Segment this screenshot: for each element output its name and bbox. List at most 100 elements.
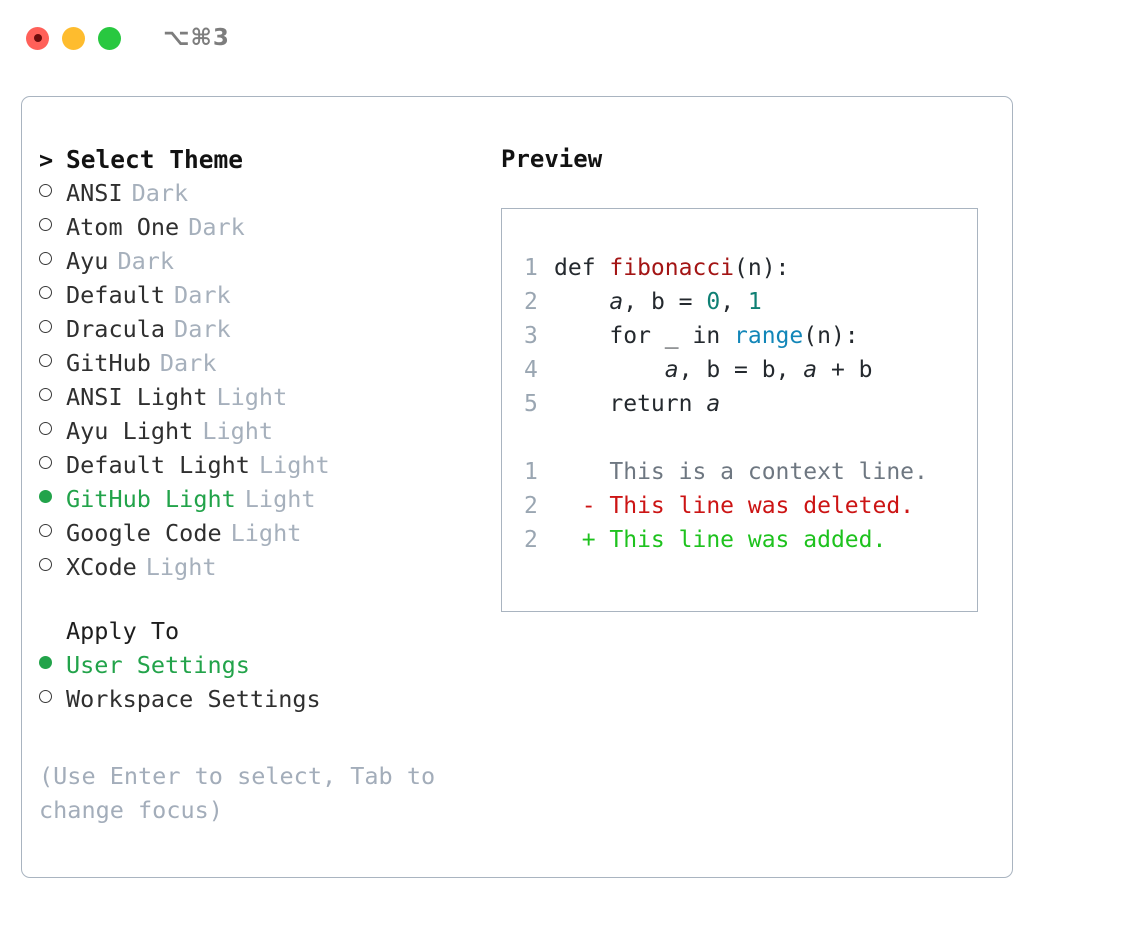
radio-unselected-icon[interactable]	[39, 386, 66, 410]
radio-unselected-icon[interactable]	[39, 522, 66, 546]
theme-name-label: Google Code	[66, 519, 222, 547]
radio-unselected-icon[interactable]	[39, 250, 66, 274]
code-token-fn: fibonacci	[609, 255, 735, 281]
code-line: 2 a, b = 0, 1	[524, 285, 977, 319]
diff-line-text: This line was added.	[609, 527, 887, 553]
line-number: 1	[524, 459, 538, 485]
theme-name-label: Dracula	[66, 315, 166, 343]
radio-dot	[39, 490, 52, 503]
radio-unselected-icon[interactable]	[39, 688, 66, 712]
theme-name-label: ANSI Light	[66, 383, 208, 411]
radio-dot	[39, 320, 52, 333]
theme-name-label: GitHub Light	[66, 485, 236, 513]
line-number: 1	[524, 255, 538, 281]
radio-unselected-icon[interactable]	[39, 182, 66, 206]
radio-dot	[39, 456, 52, 469]
theme-list-item[interactable]: Google Code Light	[39, 519, 489, 553]
radio-unselected-icon[interactable]	[39, 454, 66, 478]
code-line: 4 a, b = b, a + b	[524, 353, 977, 387]
radio-unselected-icon[interactable]	[39, 352, 66, 376]
theme-variant-label: Light	[230, 519, 302, 547]
diff-sample: 1 This is a context line.2 - This line w…	[524, 455, 977, 557]
code-line-text: a, b = b, a + b	[554, 353, 873, 387]
diff-sign: -	[554, 493, 610, 519]
code-token-plain: for _ in	[554, 323, 735, 349]
radio-selected-icon[interactable]	[39, 488, 66, 512]
radio-dot	[39, 286, 52, 299]
theme-list-item[interactable]: ANSI Light Light	[39, 383, 489, 417]
code-line-text: a, b = 0, 1	[554, 285, 762, 319]
line-number: 2	[524, 527, 538, 553]
maximize-button[interactable]	[98, 26, 121, 50]
radio-unselected-icon[interactable]	[39, 318, 66, 342]
code-token-plain	[554, 357, 665, 383]
apply-to-label: User Settings	[66, 651, 250, 679]
radio-unselected-icon[interactable]	[39, 284, 66, 308]
code-token-plain: =	[664, 289, 707, 315]
preview-title: Preview	[501, 145, 603, 173]
radio-unselected-icon[interactable]	[39, 216, 66, 240]
code-token-var: a	[803, 357, 818, 383]
code-token-plain: b	[650, 289, 665, 315]
prompt-caret-icon: >	[39, 146, 54, 174]
select-theme-header-label: Select Theme	[66, 145, 244, 174]
window-titlebar: ⌥⌘3	[0, 0, 1140, 76]
apply-to-item[interactable]: User Settings	[39, 651, 489, 685]
code-token-plain	[554, 289, 609, 315]
theme-variant-label: Dark	[159, 349, 217, 377]
theme-variant-label: Light	[202, 417, 274, 445]
theme-variant-label: Dark	[174, 315, 231, 343]
code-token-num: 0	[706, 289, 721, 315]
code-token-plain: ,	[623, 289, 651, 315]
code-token-num: 1	[747, 289, 762, 315]
theme-name-label: Atom One	[66, 213, 180, 241]
theme-variant-label: Dark	[131, 179, 189, 207]
diff-line-add: 2 + This line was added.	[524, 523, 977, 557]
radio-dot	[39, 422, 52, 435]
code-token-plain: , b = b,	[678, 357, 804, 383]
theme-name-label: Default Light	[66, 451, 250, 479]
code-token-plain: (n):	[734, 255, 790, 281]
code-token-call: range	[734, 323, 804, 349]
radio-dot	[39, 218, 52, 231]
theme-name-label: Default	[66, 281, 166, 309]
close-button[interactable]	[26, 26, 49, 50]
theme-list-item[interactable]: Ayu Light Light	[39, 417, 489, 451]
code-line-text: def fibonacci(n):	[554, 251, 789, 285]
radio-selected-icon[interactable]	[39, 654, 66, 678]
code-line: 3 for _ in range(n):	[524, 319, 977, 353]
theme-variant-label: Light	[244, 485, 316, 513]
theme-list-item[interactable]: Dracula Dark	[39, 315, 489, 349]
apply-to-header-label: Apply To	[66, 617, 180, 645]
code-token-plain: ,	[720, 289, 748, 315]
line-number: 2	[524, 493, 538, 519]
apply-to-item[interactable]: Workspace Settings	[39, 685, 489, 719]
keyboard-shortcut-label: ⌥⌘3	[163, 25, 230, 51]
theme-variant-label: Light	[216, 383, 288, 411]
theme-name-label: Ayu Light	[66, 417, 194, 445]
radio-dot	[39, 388, 52, 401]
radio-unselected-icon[interactable]	[39, 420, 66, 444]
code-token-var: a	[664, 357, 679, 383]
minimize-button[interactable]	[62, 26, 85, 50]
radio-dot	[39, 656, 52, 669]
line-number: 3	[524, 323, 538, 349]
radio-unselected-icon[interactable]	[39, 556, 66, 580]
theme-list-item[interactable]: GitHub Light Light	[39, 485, 489, 519]
code-token-plain: (n):	[803, 323, 859, 349]
code-line-text: return a	[554, 387, 720, 421]
code-token-plain: return	[554, 391, 707, 417]
